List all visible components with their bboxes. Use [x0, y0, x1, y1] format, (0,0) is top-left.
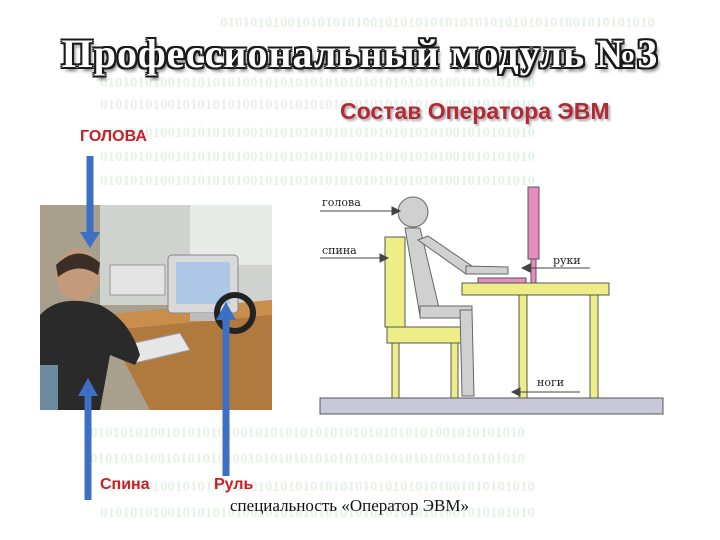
head-arrow-icon: [80, 156, 100, 248]
back-arrow-icon: [78, 378, 98, 500]
photo-label-back: Спина: [100, 476, 150, 493]
table-leg: [518, 294, 528, 399]
binary-row: 0101010100101010101001010101010101010101…: [90, 425, 525, 441]
binary-row: 0101010100101010101001010101010101010101…: [100, 149, 535, 165]
floor: [319, 397, 664, 415]
chair-seat: [386, 326, 465, 344]
binary-row: 0101010100101010101001010101010101010101…: [100, 125, 535, 141]
binary-row: 0101010100101010101001010101010101010101…: [100, 173, 535, 189]
wheel-arrow-icon: [216, 302, 236, 476]
binary-row: 0101010100101010101001010101010101010101…: [100, 505, 535, 521]
slide-subtitle: Состав Оператора ЭВМ: [340, 98, 610, 124]
diagram-callouts: [320, 206, 590, 397]
diagram-label-back: спина: [322, 244, 357, 257]
diagram-label-legs: ноги: [537, 376, 564, 389]
person-figure: [397, 196, 509, 397]
photo-label-head: ГОЛОВА: [80, 128, 147, 145]
monitor: [527, 186, 540, 260]
operator-photo: [40, 205, 272, 410]
diagram-label-head: голова: [322, 196, 361, 209]
slide-title: Профессиональный модуль №3: [61, 31, 659, 76]
binary-row: 0101010100101010101001010101010101010101…: [220, 15, 655, 31]
photo-label-wheel: Руль: [214, 476, 254, 493]
binary-row: 0101010100101010101001010101010101010101…: [100, 97, 535, 113]
chair-leg: [450, 342, 459, 399]
keyboard: [477, 277, 527, 284]
specialty-caption: специальность «Оператор ЭВМ»: [230, 496, 469, 515]
diagram-label-hands: руки: [553, 254, 581, 267]
table-top: [461, 282, 610, 296]
chair-leg: [391, 342, 400, 399]
binary-row: 0101010100101010101001010101010101010101…: [100, 75, 535, 91]
binary-row: 0101010100101010101001010101010101010101…: [100, 479, 535, 495]
operator-diagram: голова спина руки ноги: [319, 186, 664, 415]
chair-back: [384, 236, 406, 328]
binary-row: 0101010100101010101001010101010101010101…: [90, 451, 525, 467]
table-leg: [589, 294, 599, 399]
monitor-stand: [530, 258, 537, 284]
